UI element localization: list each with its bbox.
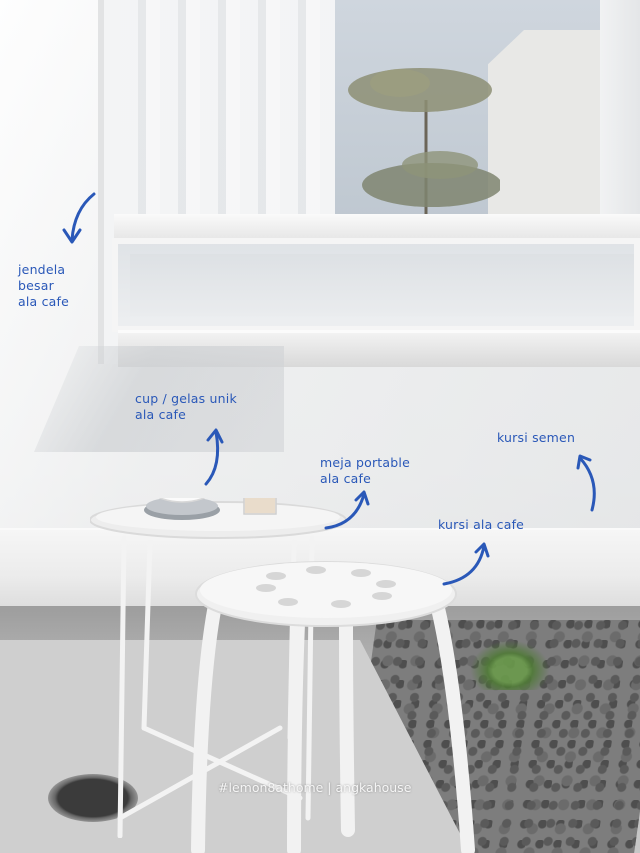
building-reflection [488, 30, 608, 220]
curved-arrow-icon [62, 192, 96, 244]
curtain-left [120, 0, 335, 218]
curved-arrow-icon [324, 490, 370, 530]
table-label: meja portable ala cafe [320, 455, 410, 486]
tree-reflection [348, 68, 500, 220]
stool-label: kursi ala cafe [438, 517, 525, 532]
curved-arrow-icon [576, 454, 596, 512]
curved-arrow-icon [442, 542, 490, 586]
cup-label: cup / gelas unik ala cafe [135, 391, 237, 422]
window-sill [114, 214, 640, 240]
watermark: #lemon8athome | angkahouse [218, 780, 412, 795]
curtain-right [600, 0, 640, 218]
awning-window [112, 238, 640, 332]
plant [470, 640, 550, 690]
bench-label: kursi semen [497, 430, 576, 445]
window-label: jendela besar ala cafe [18, 262, 69, 309]
curved-arrow-icon [204, 428, 224, 486]
window-shadow [34, 346, 284, 452]
stool [191, 561, 475, 853]
portable-table [90, 498, 346, 838]
